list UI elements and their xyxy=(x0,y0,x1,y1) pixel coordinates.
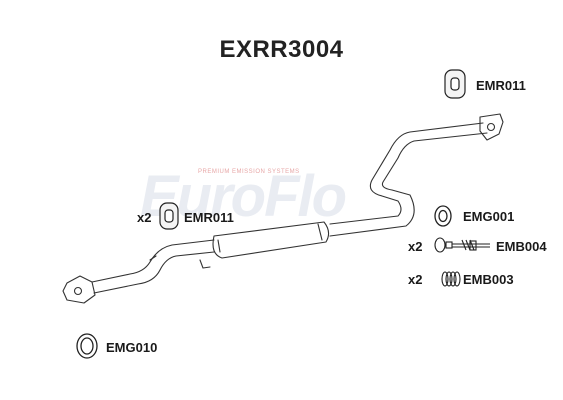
part-label-emr011: EMR011 xyxy=(184,210,234,225)
front-pipe-upper xyxy=(91,239,215,283)
part-label-emr011-top: EMR011 xyxy=(476,78,526,93)
bolt-icon xyxy=(434,237,490,253)
part-qty-emr011: x2 xyxy=(137,210,152,225)
part-label-emg010: EMG010 xyxy=(106,340,158,355)
watermark-tagline: PREMIUM EMISSION SYSTEMS xyxy=(198,169,300,175)
part-qty-emb004: x2 xyxy=(408,239,423,254)
part-qty-emb003: x2 xyxy=(408,272,423,287)
rear-flange xyxy=(479,113,504,141)
front-flange xyxy=(62,275,96,304)
rubber-mount-icon xyxy=(444,69,466,99)
front-pipe-lower xyxy=(93,251,215,294)
spring-icon xyxy=(441,271,461,287)
part-number-title: EXRR3004 xyxy=(219,36,344,63)
rear-pipe-lower xyxy=(329,132,488,237)
part-label-emb003: EMB003 xyxy=(463,272,514,287)
silencer-box xyxy=(212,221,330,259)
part-label-emb004: EMB004 xyxy=(496,239,547,254)
part-label-emg001: EMG001 xyxy=(463,209,515,224)
gasket-ring-icon xyxy=(76,333,98,359)
rubber-mount-icon xyxy=(159,202,179,230)
rear-pipe-upper xyxy=(329,122,484,225)
gasket-ring-icon xyxy=(434,205,452,227)
